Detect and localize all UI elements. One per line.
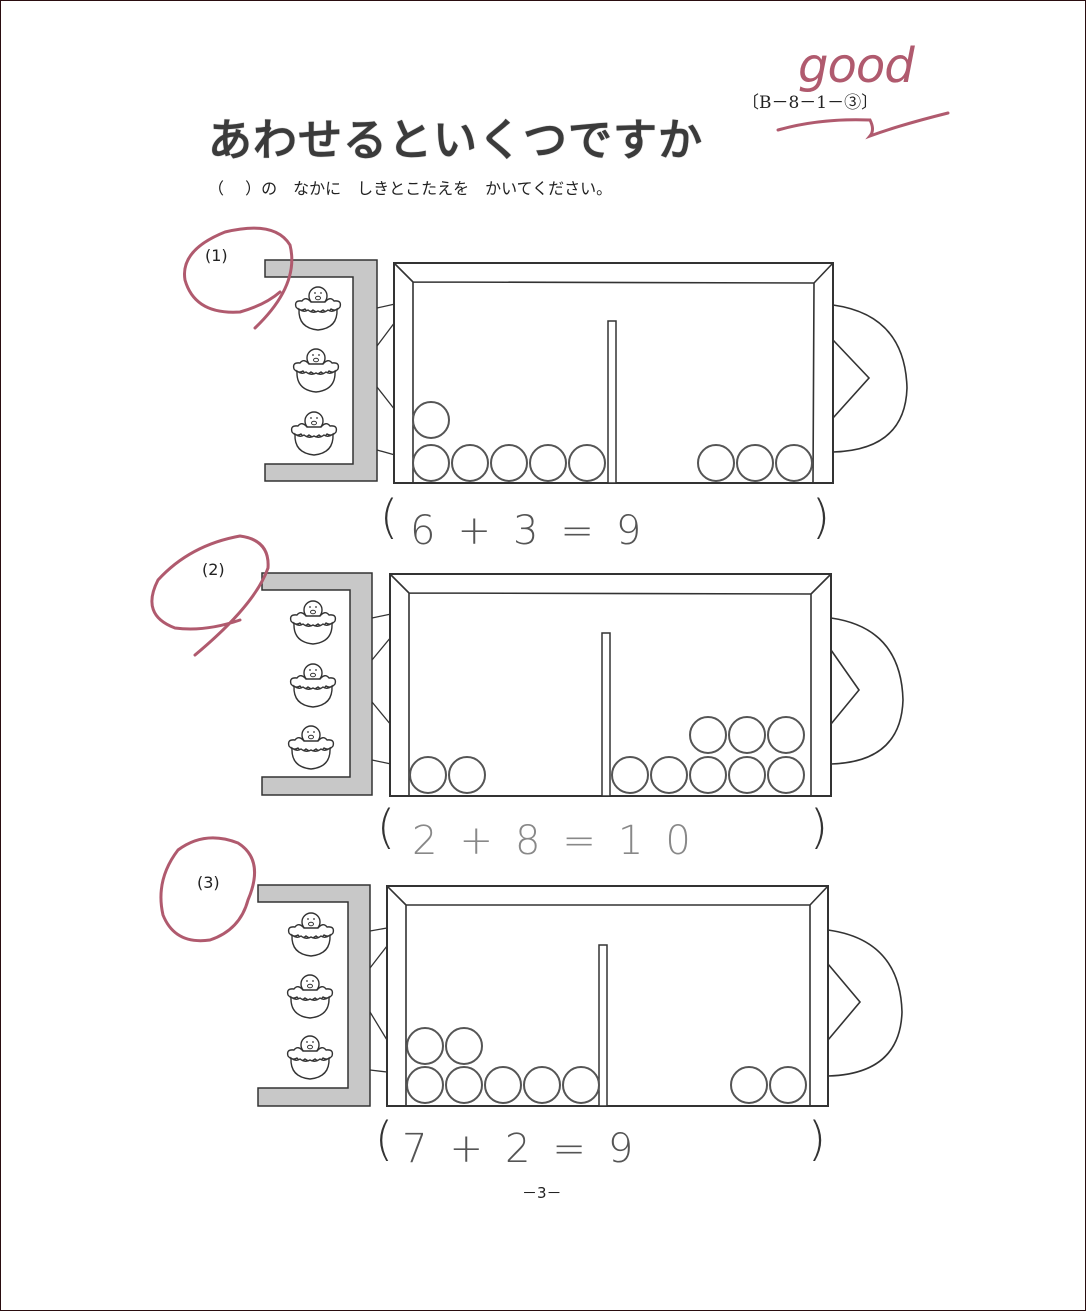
problem-2-illustration — [261, 572, 904, 797]
problem-3-illustration — [257, 884, 903, 1107]
problem-2-label: (2) — [202, 560, 225, 579]
answer-1-handwriting[interactable]: 6+3=9 — [410, 508, 664, 554]
teacher-comment-good: good — [798, 38, 915, 94]
answer-2-open-paren: ( — [377, 800, 395, 854]
answer-1-open-paren: ( — [380, 490, 398, 544]
worksheet-title: あわせるといくつですか — [208, 115, 703, 166]
worksheet-code: 〔B－8－1－③〕 — [742, 93, 879, 113]
answer-3-open-paren: ( — [375, 1112, 393, 1166]
check-mark-3 — [159, 836, 256, 943]
answer-3-close-paren: ) — [808, 1112, 826, 1166]
problem-1-illustration — [264, 259, 908, 484]
page-number: －3－ — [522, 1184, 562, 1202]
answer-2-close-paren: ) — [810, 800, 828, 854]
instruction-text: （ ）の なかに しきとこたえを かいてください。 — [208, 179, 613, 198]
answer-3-handwriting[interactable]: 7+2=9 — [402, 1126, 656, 1172]
problem-3-label: (3) — [197, 873, 220, 892]
check-mark-1 — [183, 226, 294, 330]
answer-1-close-paren: ) — [812, 490, 830, 544]
teacher-red-marks — [150, 111, 950, 943]
good-underline — [776, 111, 950, 140]
problem-1-label: (1) — [205, 246, 228, 265]
answer-2-handwriting[interactable]: 2+8=10 — [412, 818, 713, 864]
check-mark-2 — [150, 534, 270, 657]
